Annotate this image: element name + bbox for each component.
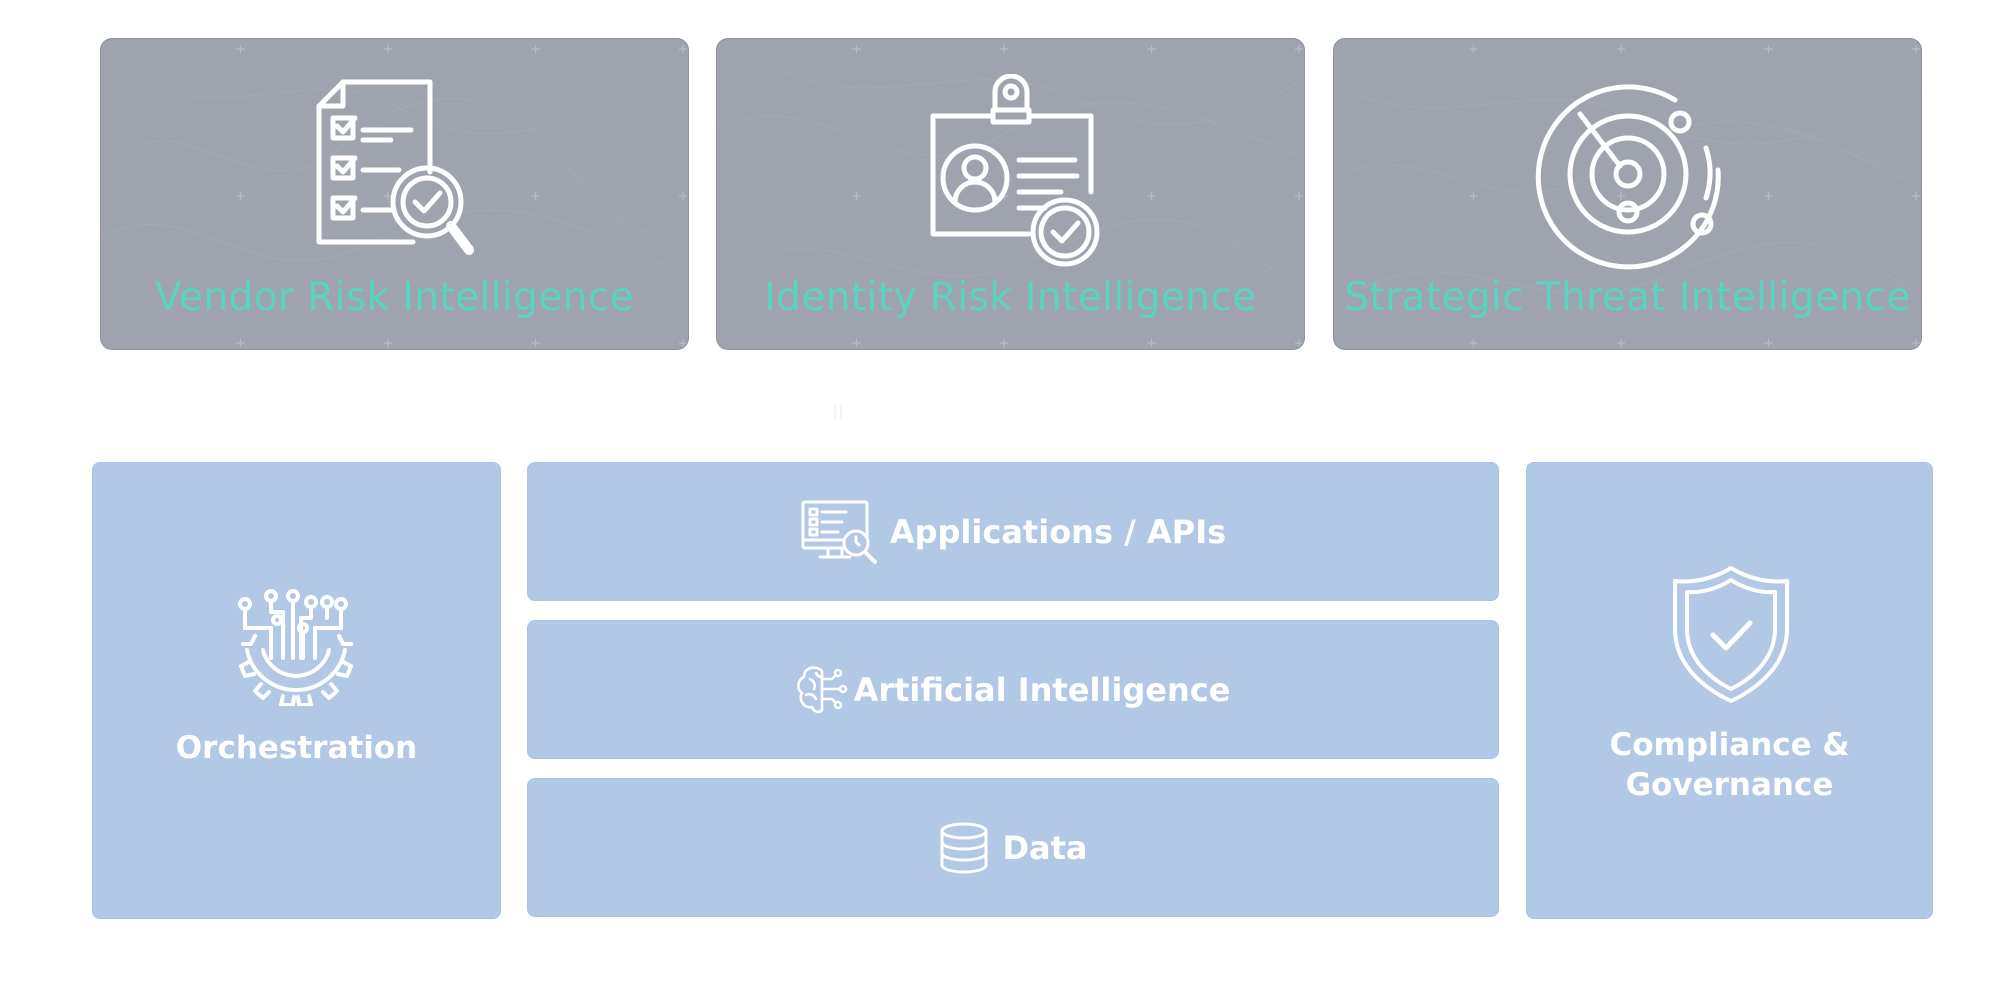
strategic-threat-card[interactable]: Strategic Threat Intelligence [1333, 38, 1922, 350]
data-label: Data [1002, 828, 1088, 867]
card-title: Identity Risk Intelligence [764, 275, 1257, 320]
vendor-risk-card[interactable]: Vendor Risk Intelligence [100, 38, 689, 350]
circuit-gear-icon [238, 589, 353, 706]
compliance-governance-block[interactable]: Compliance & Governance [1526, 462, 1933, 919]
card-background-pattern [1334, 39, 1921, 349]
database-icon [940, 822, 988, 874]
shield-check-icon [1673, 566, 1789, 703]
compliance-label-line1: Compliance & [1609, 727, 1850, 763]
applications-apis-block[interactable]: Applications / APIs [527, 462, 1499, 601]
applications-apis-label: Applications / APIs [889, 512, 1227, 551]
id-badge-check-icon [930, 74, 1099, 267]
data-block[interactable]: Data [527, 778, 1499, 917]
card-background-pattern [717, 39, 1304, 349]
orchestration-label: Orchestration [175, 730, 418, 766]
faint-mark [834, 405, 842, 419]
brain-circuit-icon [796, 665, 847, 713]
card-title: Strategic Threat Intelligence [1344, 275, 1911, 320]
artificial-intelligence-label: Artificial Intelligence [853, 670, 1231, 709]
orchestration-block[interactable]: Orchestration [92, 462, 501, 919]
artificial-intelligence-block[interactable]: Artificial Intelligence [527, 620, 1499, 759]
radar-icon [1535, 84, 1721, 270]
identity-risk-card[interactable]: Identity Risk Intelligence [716, 38, 1305, 350]
compliance-label-line2: Governance [1625, 767, 1834, 803]
monitor-search-icon [801, 500, 877, 564]
checklist-magnifier-icon [316, 79, 474, 255]
card-title: Vendor Risk Intelligence [154, 275, 635, 320]
